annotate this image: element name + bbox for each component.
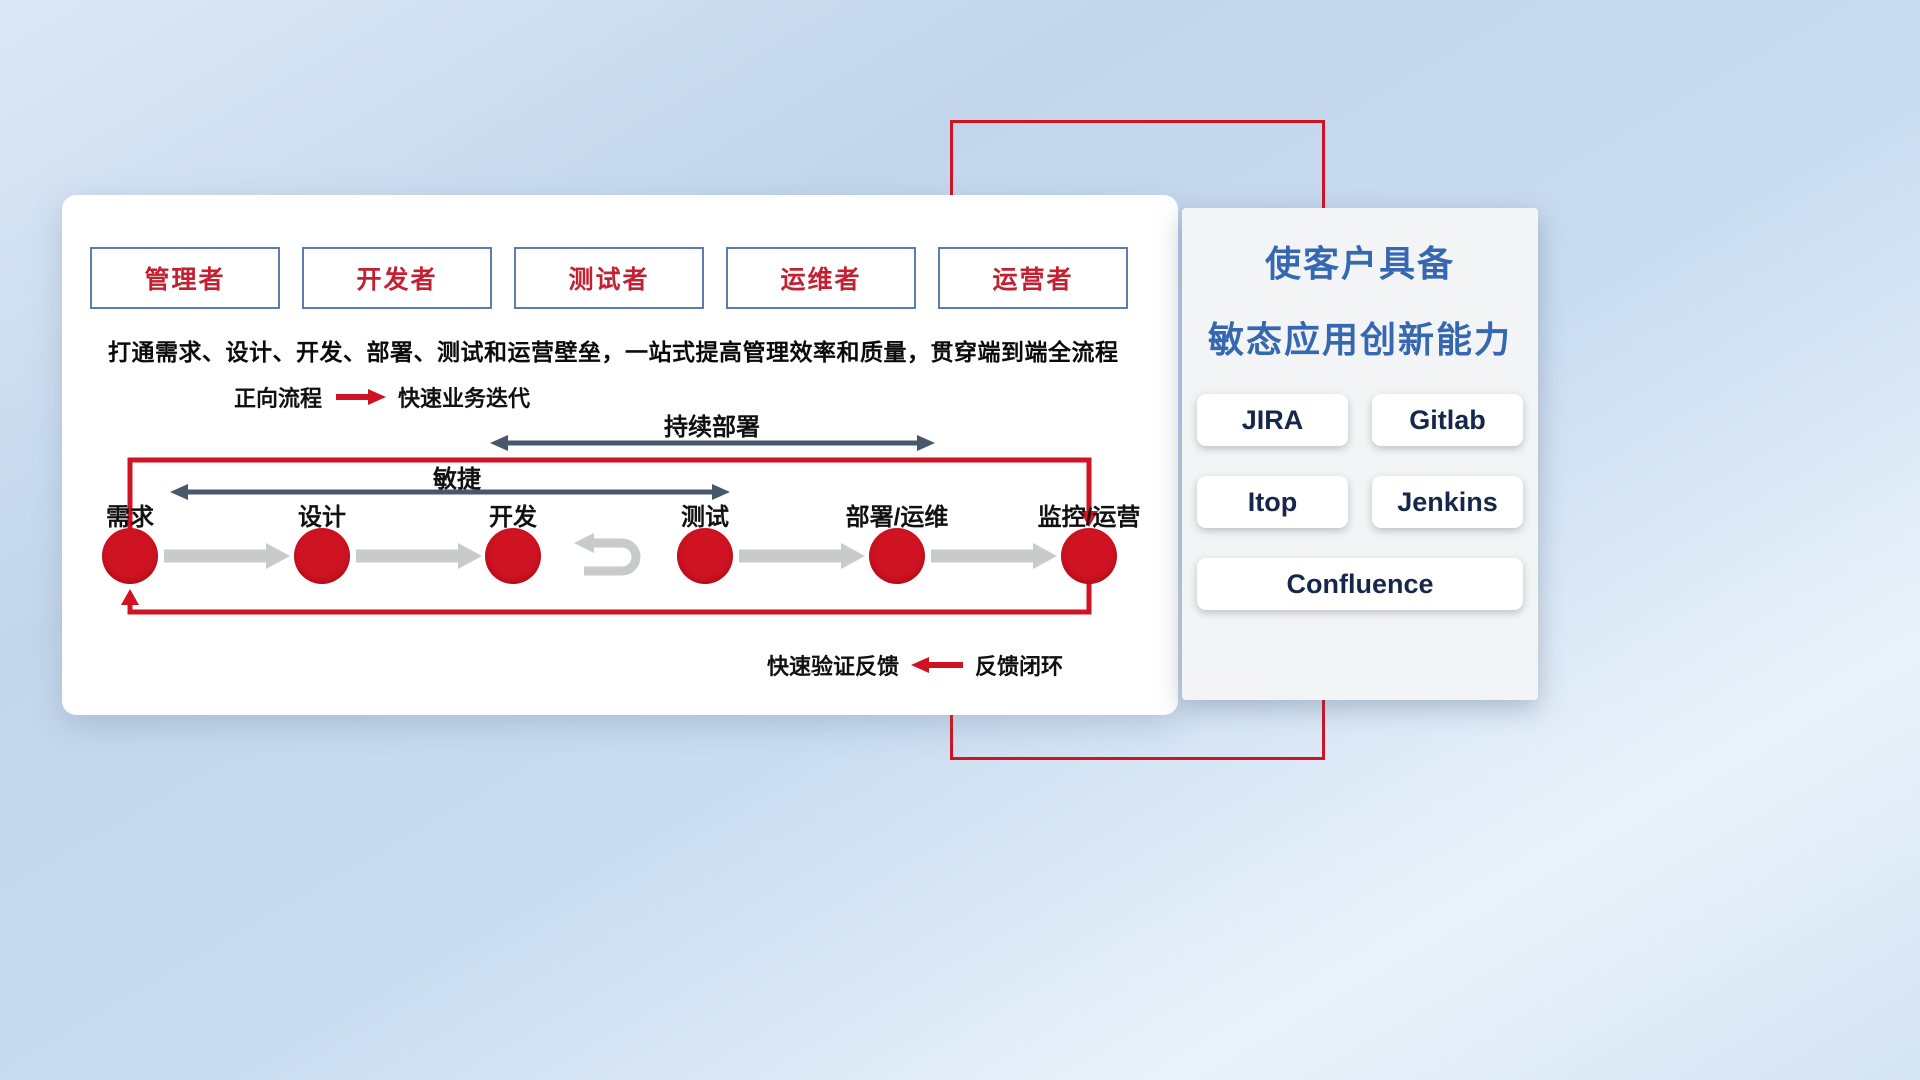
tool-box-jenkins: Jenkins (1372, 476, 1523, 528)
stage-label-testing: 测试 (681, 504, 729, 531)
flow-connectors (121, 435, 1098, 615)
role-label: 管理者 (144, 266, 226, 294)
agile-label: 敏捷 (433, 466, 481, 493)
feedback-desc: 快速验证反馈 (767, 654, 900, 679)
tool-box-itop: Itop (1197, 476, 1348, 528)
stage-label-requirements: 需求 (106, 504, 154, 531)
continuous-deploy-arrow (490, 435, 935, 451)
forward-flow-label: 正向流程 (234, 386, 323, 411)
stage-node-deploy-ops (869, 528, 925, 584)
role-box-manager: 管理者 (90, 247, 280, 309)
stage-arrows (164, 543, 1057, 569)
role-label: 运维者 (780, 266, 862, 294)
tools-grid: JIRA Gitlab Itop Jenkins Confluence (1197, 394, 1523, 610)
capability-panel: 使客户具备 敏态应用创新能力 JIRA Gitlab Itop Jenkins … (1182, 208, 1538, 700)
stage-node-testing (677, 528, 733, 584)
stage-label-deploy-ops: 部署/运维 (845, 504, 949, 531)
panel-title-line1: 使客户具备 (1264, 243, 1455, 284)
continuous-deploy-label: 持续部署 (664, 414, 760, 441)
flow-subtitle: 打通需求、设计、开发、部署、测试和运营壁垒，一站式提高管理效率和质量，贯穿端到端… (108, 339, 1119, 365)
panel-title-line2: 敏态应用创新能力 (1207, 319, 1512, 360)
stage-label-development: 开发 (489, 504, 537, 531)
role-box-operations: 运维者 (726, 247, 916, 309)
stage-label-monitor-ops: 监控/运营 (1037, 504, 1141, 531)
roles-row: 管理者 开发者 测试者 运维者 运营者 (90, 247, 1128, 309)
flow-diagram: 持续部署 敏捷 需求 设计 开发 测试 部署/运维 监控/运营 快速验证反馈 反… (62, 405, 1178, 715)
role-label: 开发者 (356, 266, 438, 294)
stage-label-design: 设计 (298, 504, 346, 531)
stage-node-requirements (102, 528, 158, 584)
role-box-tester: 测试者 (514, 247, 704, 309)
forward-loop-line (127, 457, 1098, 530)
feedback-arrow-icon (911, 657, 964, 673)
iteration-loop-icon (574, 533, 641, 576)
forward-arrow-icon (336, 389, 387, 405)
role-box-business-ops: 运营者 (938, 247, 1128, 309)
tool-box-gitlab: Gitlab (1372, 394, 1523, 446)
role-box-developer: 开发者 (302, 247, 492, 309)
tool-box-jira: JIRA (1197, 394, 1348, 446)
agile-arrow (170, 484, 730, 500)
feedback-loop-line (121, 582, 1092, 615)
legend-forward: 正向流程 快速业务迭代 (234, 381, 530, 413)
role-label: 测试者 (568, 266, 650, 294)
legend-feedback: 快速验证反馈 反馈闭环 (767, 649, 1063, 681)
forward-flow-desc: 快速业务迭代 (398, 386, 531, 411)
stage-node-monitor-ops (1061, 528, 1117, 584)
stage-node-design (294, 528, 350, 584)
feedback-label: 反馈闭环 (975, 654, 1064, 679)
devops-flow-card: 管理者 开发者 测试者 运维者 运营者 打通需求、设计、开发、部署、测试和运营壁… (62, 195, 1178, 715)
role-label: 运营者 (992, 266, 1074, 294)
tool-box-confluence: Confluence (1197, 558, 1523, 610)
panel-title: 使客户具备 敏态应用创新能力 (1182, 208, 1538, 362)
stage-node-development (485, 528, 541, 584)
